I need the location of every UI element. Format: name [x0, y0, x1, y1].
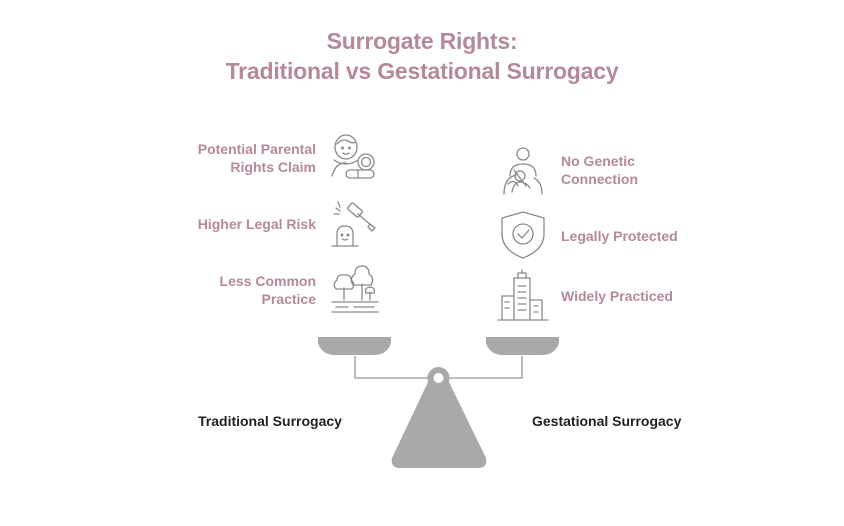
- left-item-3-line-2: Practice: [261, 291, 316, 307]
- scale-pivot: [427, 367, 450, 389]
- left-item-1-line-1: Potential Parental: [197, 141, 316, 157]
- buildings-icon: [496, 268, 550, 322]
- gavel-icon: [328, 196, 382, 250]
- page-title-line-1: Surrogate Rights:: [326, 28, 518, 54]
- traditional-surrogacy-heading: Traditional Surrogacy: [198, 413, 342, 429]
- scale-pivot-hole: [433, 373, 444, 383]
- left-item-1-label: Potential Parental Rights Claim: [166, 140, 316, 176]
- mother-baby-icon: [328, 130, 382, 184]
- left-item-3-label: Less Common Practice: [166, 272, 316, 308]
- trees-icon: [328, 262, 382, 316]
- left-scale-pan: [318, 337, 391, 355]
- right-item-2-line-1: Legally Protected: [561, 228, 678, 244]
- right-item-3-label: Widely Practiced: [561, 287, 731, 305]
- scale-beam: [354, 356, 523, 379]
- left-item-2-line-1: Higher Legal Risk: [197, 216, 316, 232]
- gestational-surrogacy-heading: Gestational Surrogacy: [532, 413, 682, 429]
- left-item-1-line-2: Rights Claim: [230, 159, 316, 175]
- right-item-1-label: No Genetic Connection: [561, 152, 731, 188]
- right-item-1-line-2: Connection: [561, 171, 638, 187]
- left-item-2-label: Higher Legal Risk: [166, 215, 316, 233]
- right-item-2-label: Legally Protected: [561, 227, 731, 245]
- right-item-1-line-1: No Genetic: [561, 153, 635, 169]
- right-item-3-line-1: Widely Practiced: [561, 288, 673, 304]
- right-scale-pan: [486, 337, 559, 355]
- shield-check-icon: [496, 208, 550, 262]
- left-item-3-line-1: Less Common: [219, 273, 316, 289]
- parent-child-icon: [496, 142, 550, 196]
- scale-stand: [391, 382, 487, 468]
- page-title-line-2: Traditional vs Gestational Surrogacy: [225, 58, 619, 84]
